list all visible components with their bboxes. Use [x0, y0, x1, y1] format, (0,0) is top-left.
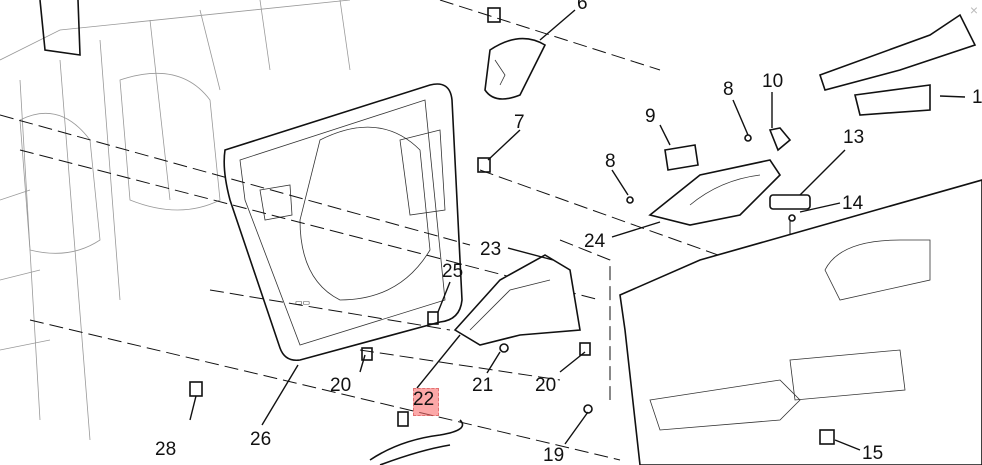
part-7-clip	[477, 157, 491, 173]
part-22-bracket	[453, 254, 581, 346]
callout-21[interactable]: 21	[472, 375, 494, 396]
highlight-box-22	[413, 388, 439, 416]
callout-28[interactable]: 28	[155, 439, 177, 460]
door-frame-ghost	[0, 0, 351, 441]
door-trim-panel	[619, 179, 982, 465]
callout-13[interactable]: 13	[843, 127, 865, 148]
callout-8[interactable]: 8	[723, 79, 734, 100]
top-bracket	[39, 0, 81, 56]
part-9-switch	[664, 144, 699, 171]
close-icon[interactable]: ×	[969, 2, 978, 18]
callout-24[interactable]: 24	[584, 231, 606, 252]
part-6-bezel	[484, 37, 547, 100]
callout-10[interactable]: 10	[762, 71, 784, 92]
callout-20[interactable]: 20	[535, 375, 557, 396]
leader-lines	[189, 9, 966, 451]
svg-text:▭▭: ▭▭	[295, 298, 310, 307]
callout-15[interactable]: 15	[862, 443, 884, 464]
callout-19[interactable]: 19	[543, 445, 565, 465]
door-module-panel: ▭▭	[223, 83, 463, 362]
callout-1[interactable]: 1	[972, 87, 982, 108]
part-13-cover	[769, 194, 811, 210]
callout-8[interactable]: 8	[605, 151, 616, 172]
part-1-switch-bezel	[818, 13, 977, 116]
callout-25[interactable]: 25	[442, 261, 464, 282]
callout-22[interactable]: 22	[413, 389, 435, 410]
wire-harness	[369, 411, 464, 465]
callout-9[interactable]: 9	[645, 106, 656, 127]
callout-20[interactable]: 20	[330, 375, 352, 396]
callout-23[interactable]: 23	[480, 239, 502, 260]
callout-7[interactable]: 7	[514, 112, 525, 133]
callout-14[interactable]: 14	[842, 193, 864, 214]
fasteners	[189, 134, 835, 445]
callout-6[interactable]: 6	[577, 0, 588, 14]
part-24-handle	[648, 159, 782, 226]
callout-26[interactable]: 26	[250, 429, 272, 450]
part-10-bracket	[768, 127, 792, 152]
top-clip	[487, 7, 501, 23]
